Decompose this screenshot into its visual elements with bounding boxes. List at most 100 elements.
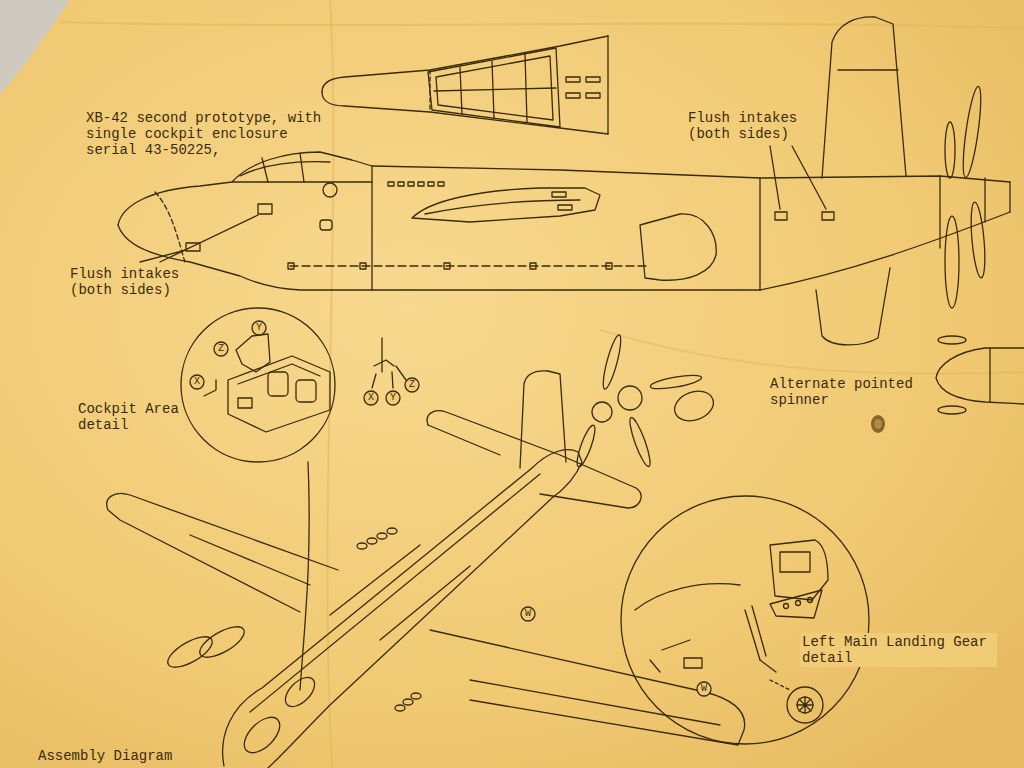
cockpit-detail: [204, 334, 330, 690]
top-view: [322, 36, 608, 134]
callout-label: Flush intakes (both sides): [688, 110, 806, 142]
callout-letter: Y: [385, 390, 401, 406]
assembly-view-part: [380, 566, 470, 640]
gear-detail-part: [787, 687, 823, 723]
side-view-part: [323, 183, 337, 197]
side-view-part: [822, 212, 834, 220]
small-part-part: [396, 366, 406, 380]
top-view-part: [492, 61, 494, 118]
side-view-part: [530, 263, 536, 269]
assembly-view: [107, 334, 745, 768]
assembly-view-part: [618, 386, 642, 410]
assembly-view-part: [411, 693, 421, 699]
side-view-part: [360, 263, 366, 269]
side-view-part: [606, 263, 612, 269]
callout-text: Z: [404, 379, 420, 391]
side-view-part: [816, 268, 890, 345]
callout-text: Y: [251, 322, 267, 334]
assembly-view-part: [238, 711, 286, 759]
outline-circle: [621, 496, 869, 744]
assembly-view-part: [195, 621, 248, 663]
gear-detail-part: [635, 584, 740, 610]
assembly-view-part: [428, 425, 500, 455]
assembly-view-part: [163, 631, 216, 673]
side-view-part: [240, 162, 330, 176]
side-view-part: [1009, 182, 1010, 212]
top-view-part: [434, 88, 556, 91]
spinner-drawing-part: [938, 336, 966, 344]
top-view-part: [460, 67, 462, 114]
side-view-part: [438, 182, 444, 186]
small-part-part: [381, 338, 382, 372]
gear-detail-part: [662, 640, 690, 650]
side-view-part: [300, 153, 304, 182]
top-view-part: [322, 92, 608, 134]
top-view-part: [607, 36, 608, 134]
callout-letter: W: [520, 606, 536, 622]
assembly-view-part: [520, 371, 566, 468]
top-view-part: [566, 93, 580, 98]
assembly-view-part: [387, 528, 397, 534]
side-view-part: [984, 178, 985, 222]
cockpit-detail-part: [236, 334, 270, 372]
gear-detail-part: [797, 697, 813, 713]
callout-text: Z: [213, 343, 229, 355]
side-view-part: [288, 263, 294, 269]
spinner-drawing-part: [938, 406, 966, 414]
side-view-part: [412, 188, 600, 222]
cockpit-detail-part: [238, 398, 252, 408]
side-view-part: [838, 69, 898, 70]
assembly-view-part: [190, 535, 310, 585]
assembly-view-part: [430, 630, 745, 745]
assembly-view-part: [395, 705, 405, 711]
callout-text: X: [189, 376, 205, 388]
side-view-part: [558, 205, 572, 210]
callout-letter: X: [189, 374, 205, 390]
cockpit-detail-part: [228, 356, 330, 432]
spinner-drawing: [936, 336, 1024, 414]
gear-detail-part: [752, 606, 766, 656]
side-view-part: [398, 182, 404, 186]
cockpit-detail-part: [238, 364, 320, 384]
side-view-part: [640, 214, 716, 280]
side-view-part: [418, 182, 424, 186]
paper-sheet-part: [600, 330, 1024, 374]
top-view-part: [322, 36, 608, 92]
gear-detail-part: [784, 604, 789, 609]
paper-hole-part: [874, 419, 882, 429]
cockpit-detail-part: [268, 372, 288, 396]
spinner-drawing-part: [936, 348, 1024, 404]
gear-detail-part: [650, 660, 660, 672]
outline-circle: [405, 378, 419, 392]
cockpit-detail-part: [296, 380, 316, 402]
side-view-part: [258, 204, 272, 214]
leader-line: [140, 146, 826, 262]
side-view-part: [444, 263, 450, 269]
assembly-view-part: [367, 538, 377, 544]
top-view-part: [586, 93, 600, 98]
side-view-part: [425, 200, 580, 214]
assembly-view-part: [250, 474, 540, 712]
gear-detail-part: [770, 680, 790, 690]
top-view-part: [586, 77, 600, 82]
gear-detail-part: [684, 658, 702, 668]
side-view-part: [552, 192, 566, 197]
leader-line-part: [770, 146, 780, 209]
paper-hole-part: [871, 415, 885, 433]
assembly-view-part: [427, 411, 641, 508]
side-view-part: [408, 182, 414, 186]
callout-text: W: [520, 608, 536, 620]
small-part-part: [372, 374, 376, 388]
side-view-part: [945, 216, 959, 308]
callout-letter: Y: [251, 320, 267, 336]
node-outline: [620, 495, 870, 745]
assembly-view-part: [223, 450, 582, 768]
callout-letter: W: [696, 681, 712, 697]
callout-label: Flush intakes (both sides): [70, 266, 188, 298]
assembly-view-part: [357, 543, 367, 549]
paper-sheet-part: [60, 22, 1024, 28]
spinner-drawing-part: [989, 348, 990, 402]
side-view-part: [428, 182, 434, 186]
outline-circle: [214, 342, 228, 356]
